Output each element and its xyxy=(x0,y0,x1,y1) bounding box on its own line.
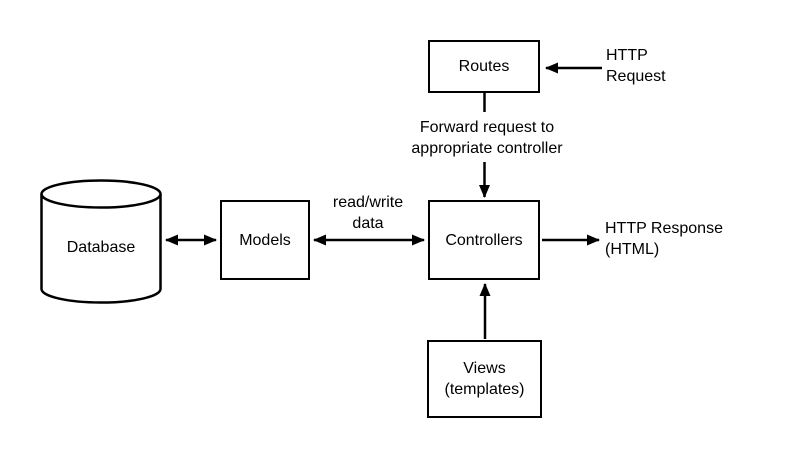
routes-node: Routes xyxy=(428,40,540,93)
database-cylinder xyxy=(40,179,162,304)
controllers-node-label: Controllers xyxy=(445,231,523,249)
http-response-edge-label: HTTP Response (HTML) xyxy=(605,220,723,258)
routes-node-label: Routes xyxy=(458,58,510,75)
database-cylinder-body xyxy=(40,194,162,304)
database-cylinder-top xyxy=(40,179,162,209)
read-write-data-edge-label: read/write data xyxy=(332,194,404,232)
models-node-label: Models xyxy=(239,231,291,249)
database-node-label: Database xyxy=(66,239,136,256)
views-node-label: Views (templates) xyxy=(444,360,525,398)
http-request-edge-label: HTTP Request xyxy=(606,47,666,85)
controllers-node: Controllers xyxy=(428,200,540,280)
views-node: Views (templates) xyxy=(427,340,542,418)
forward-request-edge-label: Forward request to appropriate controlle… xyxy=(411,119,563,157)
models-node: Models xyxy=(220,200,310,280)
